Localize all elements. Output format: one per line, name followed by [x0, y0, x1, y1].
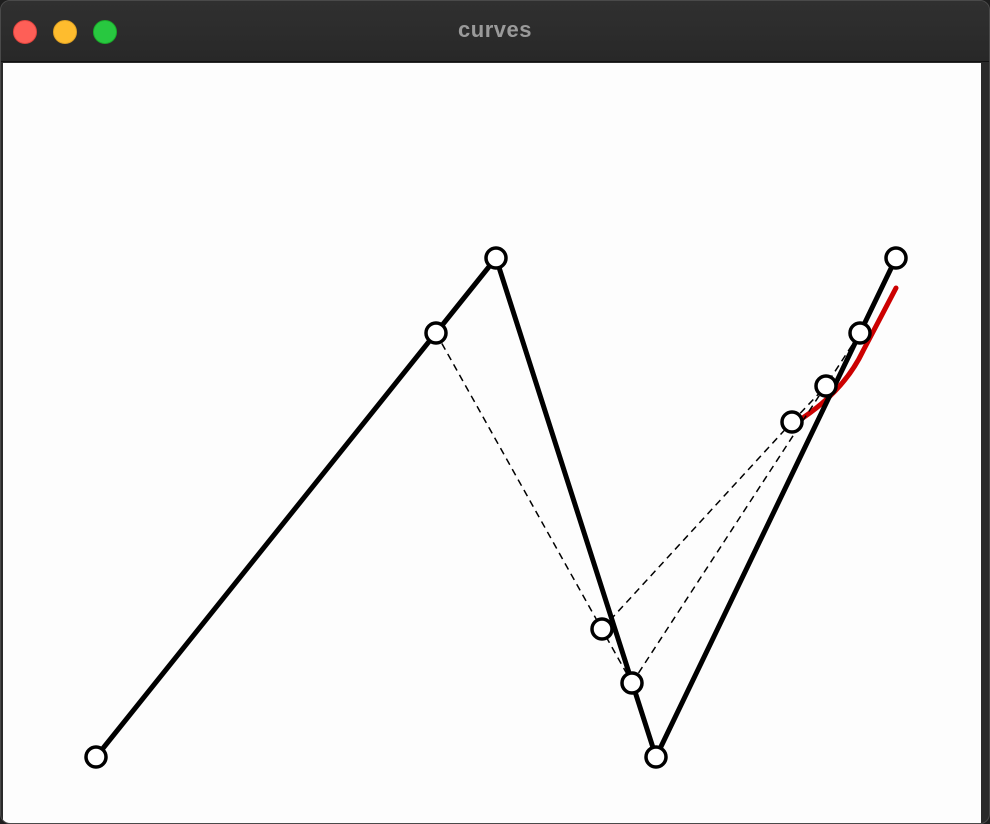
construction-point [620, 671, 644, 695]
control-point[interactable] [644, 745, 668, 769]
construction-point [424, 321, 448, 345]
control-point[interactable] [484, 246, 508, 270]
construction-lines [435, 332, 861, 684]
title-bar[interactable]: curves [1, 1, 989, 62]
window-title: curves [458, 17, 532, 42]
control-point[interactable] [84, 745, 108, 769]
control-points [84, 246, 908, 769]
construction-points [424, 321, 872, 695]
construction-point [590, 617, 614, 641]
control-point[interactable] [884, 246, 908, 270]
construction-line [601, 421, 793, 630]
construction-point [814, 374, 838, 398]
construction-point [848, 321, 872, 345]
construction-point [780, 410, 804, 434]
curve-canvas-svg[interactable] [3, 63, 981, 823]
control-polygon [94, 255, 899, 760]
minimize-icon[interactable] [53, 20, 77, 44]
bezier-curve [792, 285, 899, 426]
zoom-icon[interactable] [93, 20, 117, 44]
construction-line [435, 332, 633, 684]
close-icon[interactable] [13, 20, 37, 44]
drawing-canvas[interactable] [3, 63, 981, 823]
